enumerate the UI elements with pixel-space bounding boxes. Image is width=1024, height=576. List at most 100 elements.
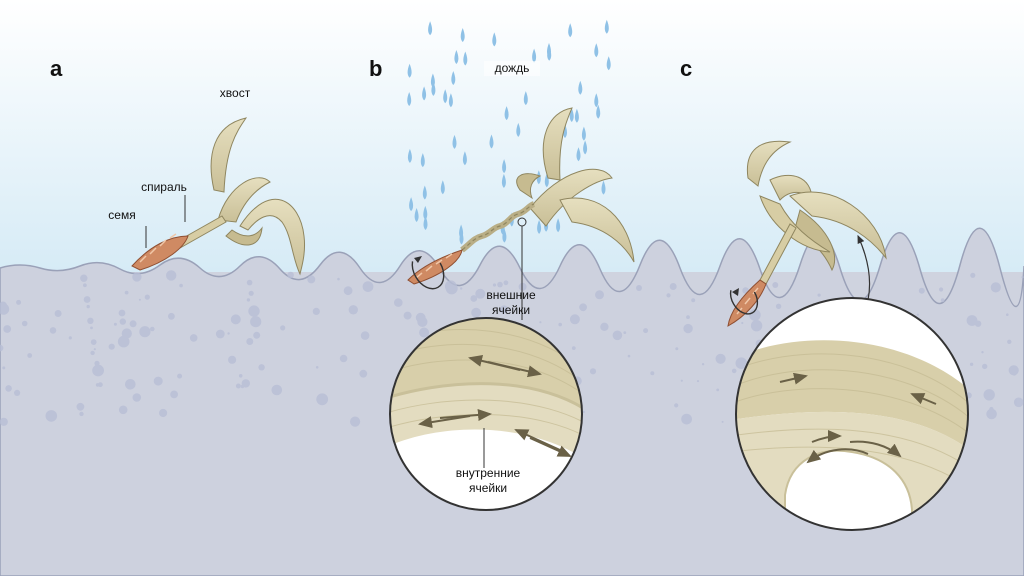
pebble [246,338,254,345]
pebble [683,323,693,334]
spiral-label: спираль [141,180,187,194]
pebble [54,310,62,317]
pebble [589,368,597,375]
panel-letter-c: c [680,56,693,81]
pebble [966,315,978,326]
pebble [571,346,576,350]
pebble [241,379,250,388]
pebble [246,279,253,286]
pebble [817,293,821,297]
pebble [497,281,503,288]
raindrop [568,23,573,38]
pebble [132,393,142,402]
raindrop [504,106,509,121]
pebble [1013,397,1024,408]
pebble [2,366,6,370]
pebble [696,380,700,383]
pebble [179,283,183,288]
pebble [675,347,679,351]
pebble [92,364,104,377]
pebble [87,317,94,324]
raindrop [583,140,588,155]
rain-label: дождь [484,61,540,76]
raindrop [407,148,412,163]
pebble [80,274,88,282]
seed-a [131,117,305,276]
pebble [117,335,130,348]
pebble [150,326,155,332]
pebble [419,327,430,338]
pebble [750,320,763,332]
pebble [582,410,585,414]
pebble [643,328,649,334]
pebble [939,287,944,292]
pebble [986,408,997,420]
pebble [132,272,142,282]
outer-cells-line-2: ячейки [491,303,531,317]
pebble [539,321,542,324]
pebble [231,317,238,324]
pebble [569,314,580,325]
pebble [253,331,261,339]
raindrop [516,122,521,137]
raindrop [601,180,606,195]
raindrop [489,134,494,149]
pebble [144,294,150,300]
pebble [701,363,705,366]
pebble [969,362,974,366]
raindrop [594,93,599,108]
pebble [68,336,72,340]
raindrop [594,43,599,58]
pebble [316,393,329,406]
pebble [715,353,726,364]
pebble [16,299,22,305]
pebble [503,280,509,286]
pebble [1012,372,1017,376]
pebble [0,303,10,315]
pebble [721,420,724,423]
pebble [417,316,428,327]
pebble [337,277,340,281]
pebble [731,368,737,374]
raindrop [537,219,542,234]
outer-cells-label: внешние ячейки [474,288,548,318]
pebble [93,348,96,351]
pebble [90,339,97,345]
tail-label: хвост [219,86,251,100]
pebble [1007,339,1012,344]
pebble [669,283,677,290]
pebble [579,303,587,312]
pebble [271,384,283,396]
pebble [280,325,286,331]
raindrop [463,51,468,66]
pebble [113,322,117,326]
pebble [118,309,126,317]
pebble [124,290,129,295]
pebble [168,312,175,320]
pebble [990,282,1001,293]
raindrop [578,80,583,95]
raindrop [462,151,467,166]
panel-letter-b: b [369,56,383,81]
pebble [612,330,623,341]
zoom-circle-b [389,317,583,511]
panel-letter-a: a [50,56,63,81]
raindrop [440,180,445,195]
pebble [166,270,177,281]
raindrop [501,173,506,188]
raindrop [423,216,428,230]
pebble [970,272,976,278]
pebble [98,382,103,388]
raindrop [454,50,459,64]
pebble [350,416,361,427]
pebble [177,373,183,379]
pebble [238,374,243,378]
pebble [315,366,319,369]
pebble [627,354,631,358]
pebble [119,318,127,325]
raindrop [596,104,601,119]
pebble [287,271,294,279]
pebble [492,283,497,287]
pebble [215,329,225,339]
pebble [666,293,671,298]
